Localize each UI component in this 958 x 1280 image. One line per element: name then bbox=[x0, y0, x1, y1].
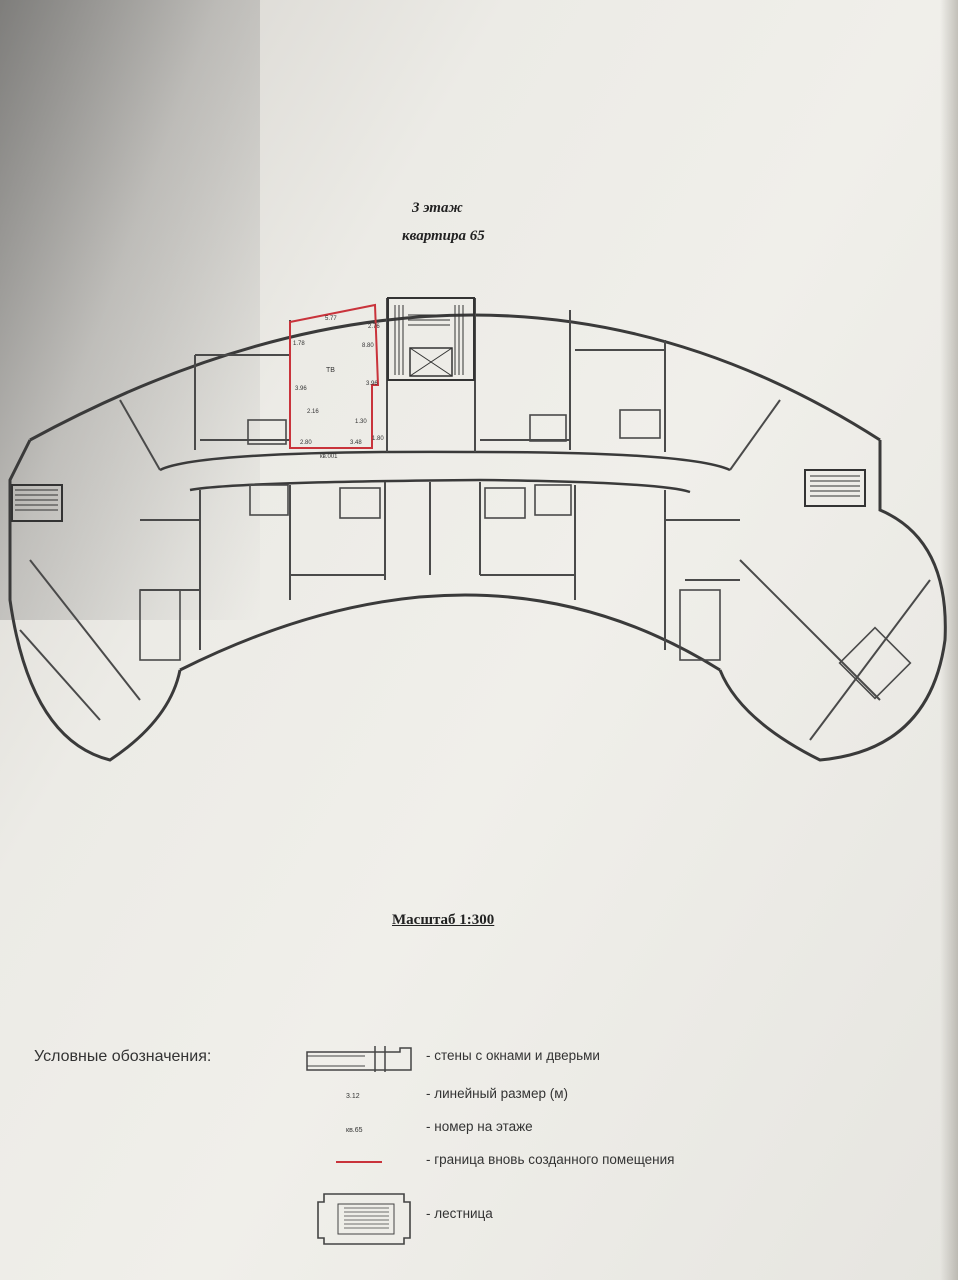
left-wing-outline bbox=[8, 439, 182, 762]
dim-label: 3.48 bbox=[350, 440, 362, 446]
dim-label: 1.30 bbox=[355, 419, 367, 425]
dim-label: 5.77 bbox=[325, 316, 337, 322]
legend-item-number: - номер на этаже bbox=[426, 1119, 533, 1134]
apartment-boundary bbox=[289, 303, 380, 449]
bathroom bbox=[139, 589, 181, 661]
bathroom bbox=[484, 487, 526, 519]
unit-number: кв.001 bbox=[320, 454, 338, 460]
legend-wall-symbol bbox=[306, 1046, 412, 1072]
small-rooms bbox=[139, 409, 912, 700]
stair-steps bbox=[394, 305, 464, 375]
legend-item-boundary: - граница вновь созданного помещения bbox=[426, 1152, 675, 1167]
dim-label: 3.96 bbox=[295, 386, 307, 392]
wall bbox=[19, 629, 101, 721]
building-outline bbox=[8, 313, 947, 762]
corridor bbox=[159, 450, 731, 494]
stair-core-frame bbox=[387, 297, 475, 381]
legend-boundary-symbol bbox=[336, 1161, 382, 1163]
partitions bbox=[19, 298, 931, 741]
bathroom bbox=[534, 484, 572, 516]
bathroom bbox=[619, 409, 661, 439]
dim-label: 8.80 bbox=[362, 343, 374, 349]
stair-core bbox=[387, 297, 475, 381]
bathroom bbox=[247, 419, 287, 445]
stair-right bbox=[804, 469, 866, 507]
bathroom bbox=[249, 484, 289, 516]
wall bbox=[119, 399, 161, 471]
dim-label: 2.76 bbox=[368, 324, 380, 330]
svg-text:кв.65: кв.65 bbox=[346, 1127, 363, 1134]
floor-plan: ТВ 5.77 2.76 1.78 3.96 3.96 8.80 2.16 1.… bbox=[8, 297, 947, 762]
legend-item-walls: - стены с окнами и дверьми bbox=[426, 1048, 600, 1063]
legend-heading: Условные обозначения: bbox=[34, 1048, 212, 1065]
inner-bottom-arc bbox=[179, 593, 721, 672]
elevator-box bbox=[838, 626, 912, 700]
wall bbox=[29, 559, 141, 701]
legend-item-stairs: - лестница bbox=[426, 1206, 493, 1221]
legend-stair-symbol bbox=[317, 1193, 411, 1245]
elevator-shaft bbox=[409, 347, 453, 377]
dim-label: 2.16 bbox=[307, 409, 319, 415]
legend-item-dimension: - линейный размер (м) bbox=[426, 1086, 568, 1101]
legend-dimension-symbol: 3.12 bbox=[346, 1093, 360, 1100]
dim-label: 1.80 bbox=[372, 436, 384, 442]
bathroom bbox=[679, 589, 721, 661]
bathroom bbox=[339, 487, 381, 519]
svg-text:3.12: 3.12 bbox=[346, 1093, 360, 1100]
outer-top-arc bbox=[29, 313, 881, 442]
page-edge bbox=[940, 0, 958, 1280]
scale-label: Масштаб 1:300 bbox=[392, 912, 495, 928]
dim-label: 2.80 bbox=[300, 440, 312, 446]
wall bbox=[739, 559, 881, 701]
right-wing-outline bbox=[718, 440, 947, 762]
dim-label: 3.96 bbox=[366, 381, 378, 387]
legend-number-symbol: кв.65 bbox=[346, 1127, 363, 1134]
stair-left bbox=[11, 484, 63, 522]
dim-label: 1.78 bbox=[293, 341, 305, 347]
plan-annotations: ТВ 5.77 2.76 1.78 3.96 3.96 8.80 2.16 1.… bbox=[293, 316, 384, 460]
wall bbox=[729, 399, 781, 471]
room-label: ТВ bbox=[326, 367, 335, 374]
bathroom bbox=[529, 414, 567, 442]
wall bbox=[809, 579, 931, 741]
apartment-title: квартира 65 bbox=[402, 228, 485, 244]
floor-title: 3 этаж bbox=[412, 200, 463, 216]
corridor-upper bbox=[159, 450, 731, 472]
corridor-lower bbox=[189, 478, 691, 494]
